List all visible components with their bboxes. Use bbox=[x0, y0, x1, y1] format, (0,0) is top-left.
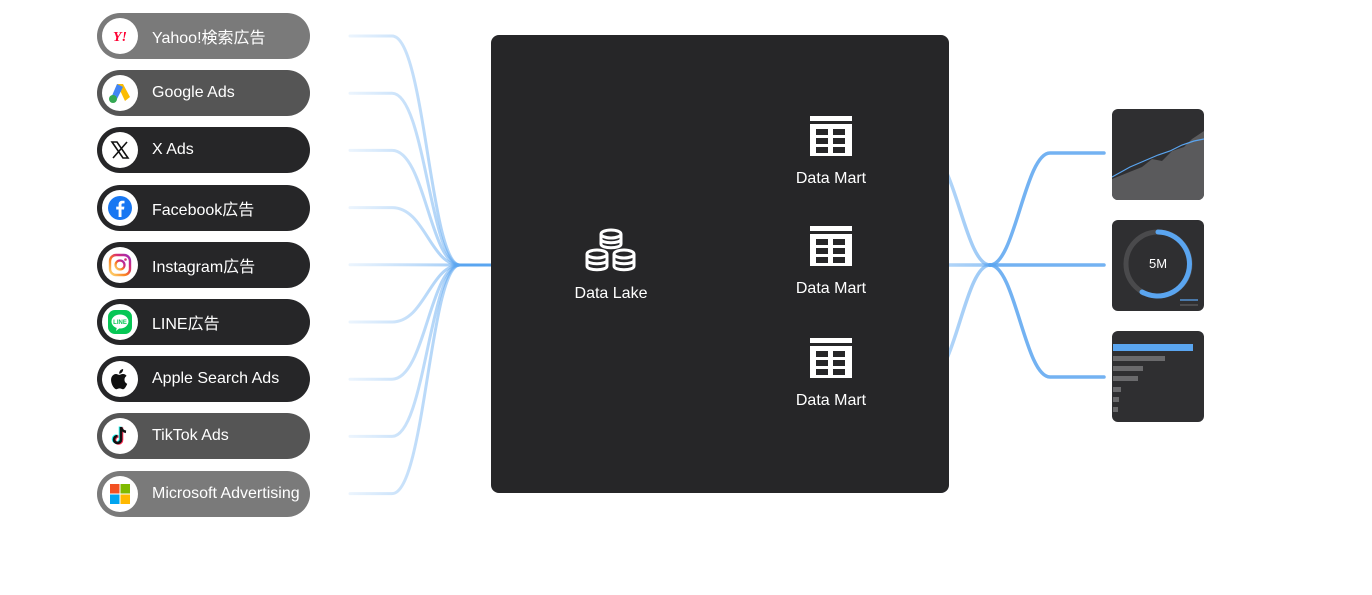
table-icon bbox=[810, 116, 852, 156]
source-pill-3: X Ads bbox=[97, 127, 310, 174]
source-connector bbox=[348, 91, 462, 267]
source-label: Apple Search Ads bbox=[152, 370, 280, 388]
google-ads-icon bbox=[102, 75, 138, 112]
source-connector bbox=[348, 263, 462, 496]
source-connector bbox=[348, 148, 462, 267]
source-pill-8: TikTok Ads bbox=[97, 413, 310, 460]
source-label: Microsoft Advertising bbox=[152, 484, 300, 502]
source-label: Facebook広告 bbox=[152, 201, 255, 219]
source-connector bbox=[348, 263, 462, 324]
source-label: Instagram広告 bbox=[152, 258, 256, 276]
table-icon bbox=[810, 226, 852, 266]
data-lake-label: Data Lake bbox=[574, 285, 648, 302]
source-label: Yahoo!検索広告 bbox=[152, 30, 266, 47]
source-connector bbox=[348, 34, 462, 267]
tiktok-icon bbox=[102, 418, 138, 455]
line-chart-panel bbox=[1112, 109, 1204, 200]
source-label: TikTok Ads bbox=[152, 427, 229, 445]
gauge-value: 5M bbox=[1148, 256, 1168, 271]
source-pill-5: Instagram広告 bbox=[97, 241, 310, 288]
svg-text:LINE: LINE bbox=[113, 320, 127, 326]
source-label: Google Ads bbox=[152, 84, 235, 102]
bar-chart-panel bbox=[1112, 331, 1204, 422]
svg-text:Y!: Y! bbox=[113, 30, 127, 45]
source-pill-9: Microsoft Advertising bbox=[97, 470, 310, 517]
instagram-icon bbox=[102, 246, 138, 283]
microsoft-icon bbox=[102, 475, 138, 512]
x-icon bbox=[102, 132, 138, 169]
source-label: X Ads bbox=[152, 141, 194, 159]
source-connector bbox=[348, 206, 462, 267]
source-label: LINE広告 bbox=[152, 316, 220, 333]
source-pill-6: LINE LINE広告 bbox=[97, 299, 310, 345]
data-mart-label: Data Mart bbox=[795, 392, 867, 409]
data-platform-panel bbox=[491, 35, 949, 493]
database-icon bbox=[585, 228, 636, 272]
source-pill-4: Facebook広告 bbox=[97, 184, 310, 231]
bar-chart bbox=[1113, 344, 1193, 412]
yahoo-icon: Y! bbox=[102, 18, 138, 54]
gauge-panel: 5M bbox=[1112, 220, 1204, 311]
gauge-chart bbox=[1123, 229, 1198, 306]
data-mart-label: Data Mart bbox=[795, 280, 867, 297]
source-pill-7: Apple Search Ads bbox=[97, 356, 310, 403]
line-icon: LINE bbox=[102, 304, 138, 340]
apple-icon bbox=[102, 361, 138, 398]
source-pill-2: Google Ads bbox=[97, 70, 310, 117]
facebook-icon bbox=[102, 189, 138, 226]
data-mart-label: Data Mart bbox=[795, 170, 867, 187]
source-connectors bbox=[348, 34, 462, 496]
area-chart bbox=[1112, 131, 1204, 200]
table-icon bbox=[810, 338, 852, 378]
source-pill-1: Y! Yahoo!検索広告 bbox=[97, 13, 310, 59]
